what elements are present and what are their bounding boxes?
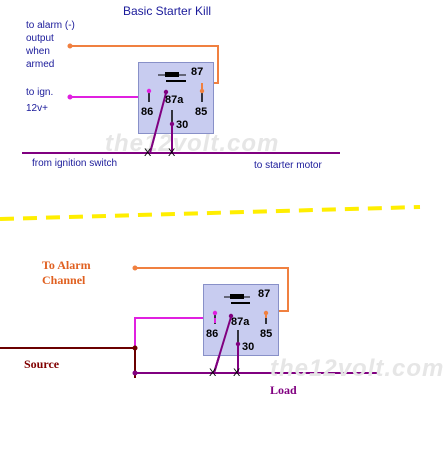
relay-1-pin-30: 30	[176, 119, 189, 131]
watermark-2: the12volt.com	[270, 355, 444, 382]
cut-mark-1b: X	[168, 147, 176, 159]
diagram-1-title: Basic Starter Kill	[123, 4, 212, 18]
relay-2-pin-87: 87	[258, 288, 271, 300]
cut-mark-2a: X	[209, 367, 217, 379]
alarm-channel-label-line2: Channel	[42, 273, 86, 287]
to-starter-label: to starter motor	[254, 160, 322, 171]
source-label: Source	[24, 357, 60, 371]
ignition-wire-node	[67, 94, 73, 100]
cut-mark-1a: X	[144, 147, 152, 159]
relay-2-internals	[212, 294, 269, 374]
alarm-output-label-line4: armed	[26, 59, 55, 70]
alarm-output-label-line2: output	[26, 33, 54, 44]
cut-mark-2b: X	[233, 367, 241, 379]
relay-2-pin-86: 86	[206, 328, 219, 340]
diagram-canvas: the12volt.com the12volt.com 87 87a 86 85	[0, 4, 444, 397]
alarm-output-label-line1: to alarm (-)	[26, 20, 75, 31]
ignition-label-line1: to ign.	[26, 87, 54, 98]
from-ignition-label: from ignition switch	[32, 158, 118, 169]
relay-1-pin-86: 86	[141, 106, 154, 118]
watermark-1: the12volt.com	[105, 130, 280, 157]
relay-2-pin-85: 85	[260, 328, 273, 340]
relay-2-pin-87a: 87a	[231, 316, 250, 328]
relay-1-pin-87a: 87a	[165, 94, 184, 106]
ignition-label-line2: 12v+	[26, 103, 48, 114]
source-junction	[132, 345, 138, 351]
alarm-wire-node	[67, 43, 73, 49]
section-divider	[0, 205, 421, 221]
load-label: Load	[270, 383, 297, 397]
relay-1-pin-85: 85	[195, 106, 208, 118]
relay-2-pin-30: 30	[242, 341, 255, 353]
alarm-output-label-line3: when	[26, 46, 50, 57]
alarm-channel-node	[132, 265, 138, 271]
relay-1-pin-87: 87	[191, 66, 204, 78]
alarm-channel-label-line1: To Alarm	[42, 258, 91, 272]
